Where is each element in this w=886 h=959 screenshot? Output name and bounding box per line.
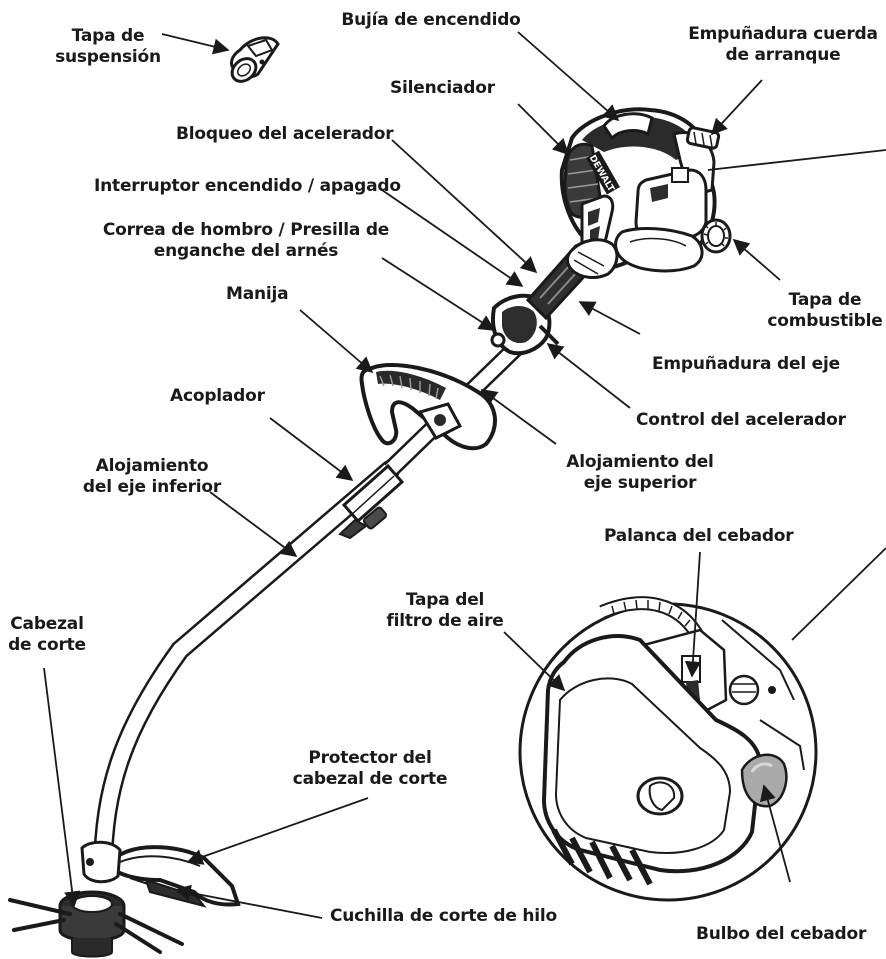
engine: DEWALT [562,109,730,277]
label-shoulder-strap-clip: Correa de hombro / Presilla de enganche … [96,220,396,262]
label-starter-rope-handle: Empuñadura cuerda de arranque [680,24,886,66]
label-cutting-head: Cabezal de corte [0,614,94,656]
label-cutting-head-guard: Protector del cabezal de corte [292,748,448,790]
label-muffler: Silenciador [390,78,495,99]
label-spark-plug: Bujía de encendido [318,10,544,31]
label-handle: Manija [226,284,288,305]
label-line-cutting-blade: Cuchilla de corte de hilo [330,906,557,927]
label-suspension-cap: Tapa de suspensión [46,26,170,68]
label-lower-shaft-housing: Alojamiento del eje inferior [70,456,234,498]
cutting-head-assembly [10,842,238,956]
label-primer-bulb: Bulbo del cebador [696,924,866,945]
label-throttle-control: Control del acelerador [636,410,846,431]
label-air-filter-cover: Tapa del filtro de aire [384,590,506,632]
label-on-off-switch: Interruptor encendido / apagado [94,176,401,197]
label-upper-shaft-housing: Alojamiento del eje superior [560,452,720,494]
label-shaft-grip: Empuñadura del eje [652,354,840,375]
label-throttle-lockout: Bloqueo del acelerador [176,124,393,145]
suspension-cap-drawing [228,38,278,86]
label-fuel-cap: Tapa de combustible [764,290,886,332]
label-coupler: Acoplador [170,386,265,407]
label-choke-lever: Palanca del cebador [604,526,793,547]
choke-detail-inset [520,600,816,900]
